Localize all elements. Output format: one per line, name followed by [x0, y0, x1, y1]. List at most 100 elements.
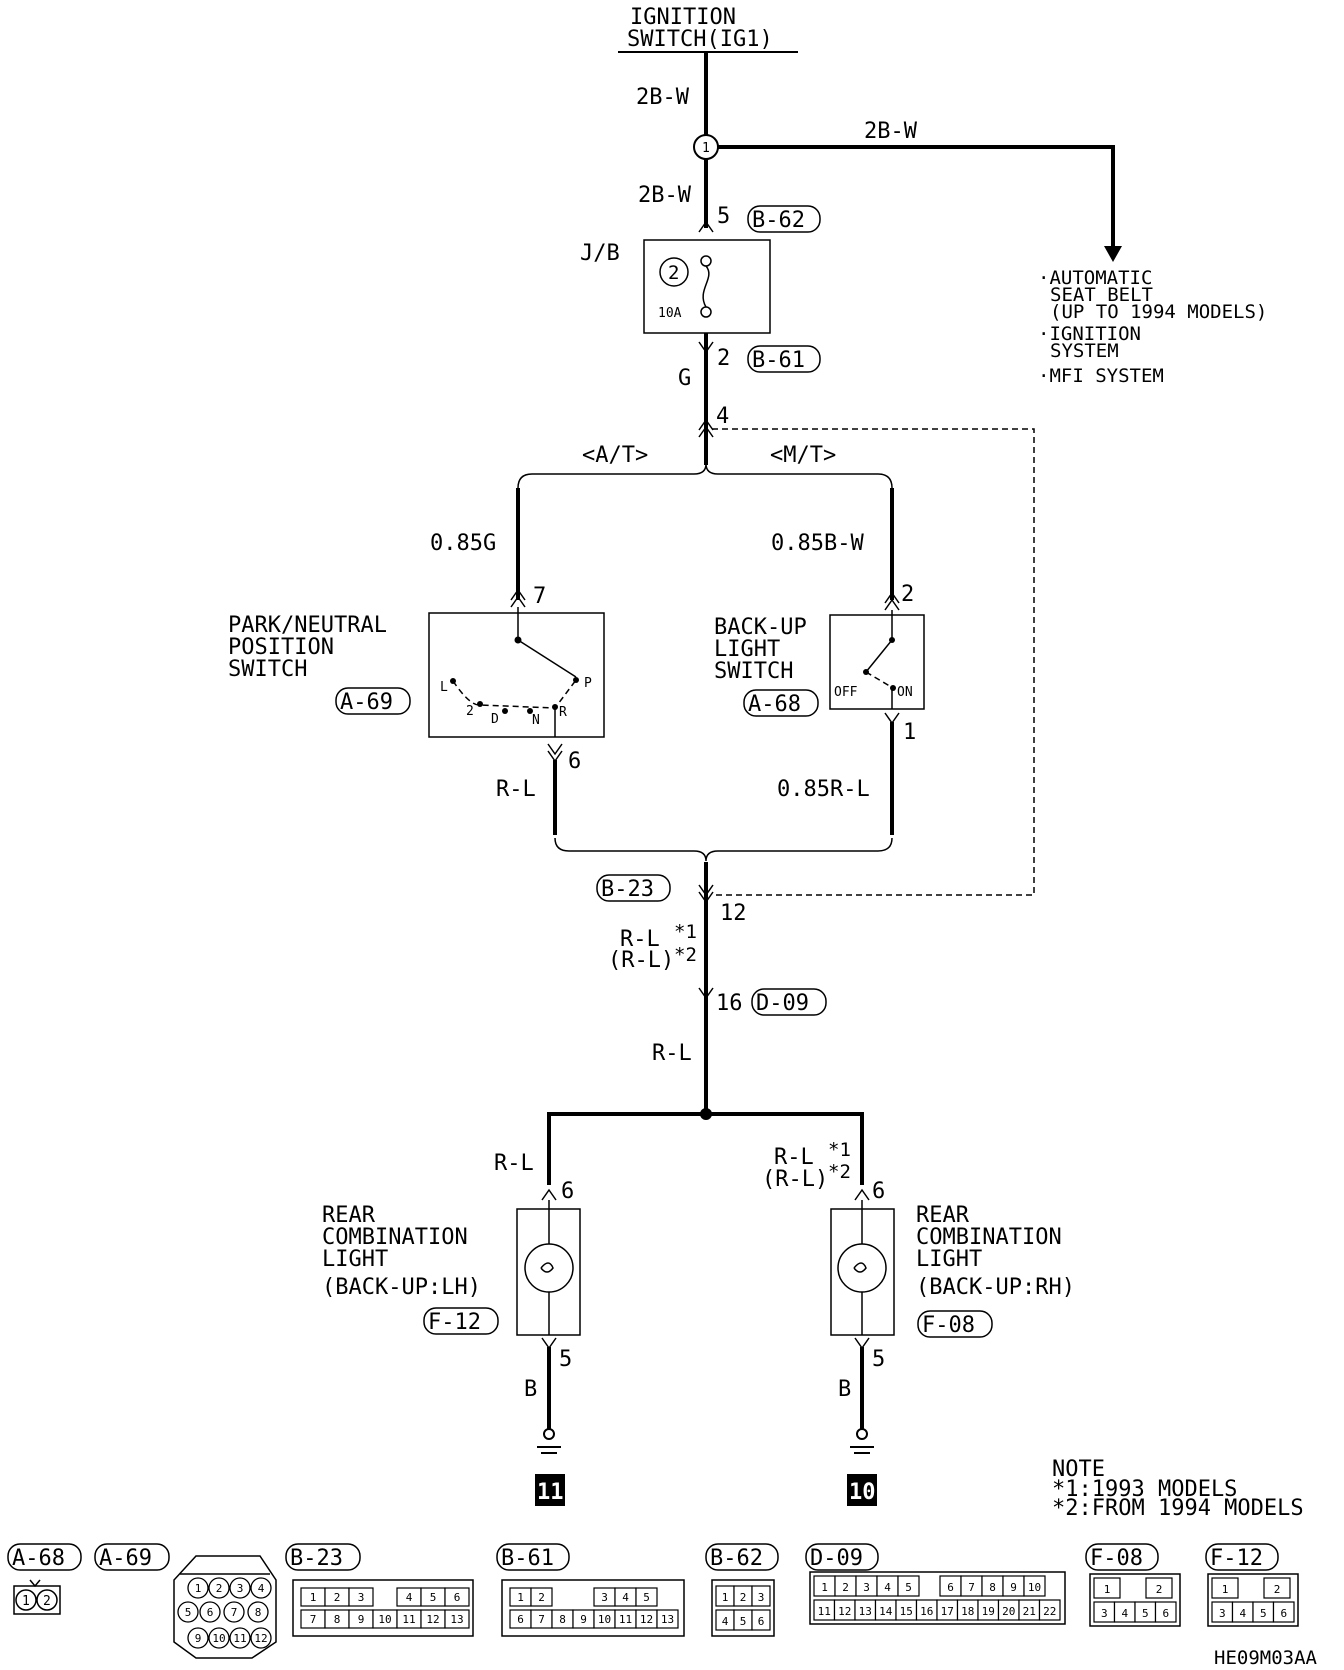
legend-pin-number: 8: [334, 1613, 341, 1626]
legend-pin-number: 9: [1010, 1581, 1017, 1594]
legend-pin-cell: [250, 1577, 272, 1599]
legend-pin-number: 13: [661, 1613, 674, 1626]
pin-bu-in: 2: [901, 582, 914, 607]
legend-pin-number: 1: [1222, 1583, 1229, 1596]
svg-text:B-23: B-23: [601, 877, 654, 902]
svg-text:L: L: [440, 680, 448, 695]
legend-pin-number: 2: [216, 1582, 223, 1595]
svg-text:REAR: REAR: [322, 1203, 376, 1228]
legend-pin-number: 8: [989, 1581, 996, 1594]
legend-pin-cell: [348, 1587, 374, 1607]
svg-text:P: P: [584, 676, 592, 691]
svg-text:LIGHT: LIGHT: [322, 1247, 388, 1272]
legend-pin-number: 3: [758, 1591, 765, 1604]
legend-pin-cell: [751, 1585, 771, 1607]
source-title-line1: IGNITION: [630, 5, 736, 30]
bu-switch-lever: [865, 639, 893, 673]
legend-pin-number: 4: [406, 1591, 413, 1604]
legend-pin-number: 9: [195, 1632, 202, 1645]
pin-rh-in: 6: [872, 1179, 885, 1204]
legend-pin-cell: [1272, 1601, 1295, 1623]
svg-text:(R-L): (R-L): [608, 948, 674, 973]
note-title: NOTE: [1052, 1457, 1105, 1482]
svg-text:F-08: F-08: [1090, 1546, 1143, 1571]
pin-b62: 5: [717, 204, 730, 229]
pn-switch-label-2: POSITION: [228, 635, 334, 660]
pin-lh-in: 6: [561, 1179, 574, 1204]
legend-pin-number: 5: [185, 1606, 192, 1619]
variant-mt: <M/T>: [770, 443, 836, 468]
legend-pin-number: 10: [598, 1613, 611, 1626]
legend-pin-number: 16: [920, 1605, 933, 1618]
svg-text:B-61: B-61: [501, 1546, 554, 1571]
legend-pin-number: 4: [622, 1591, 629, 1604]
legend-pin-number: 18: [961, 1605, 974, 1618]
ground-point-rh: 10: [847, 1474, 877, 1506]
legend-pin-number: 3: [863, 1581, 870, 1594]
legend-pin-number: 1: [517, 1591, 524, 1604]
legend-pin-number: 4: [1121, 1607, 1128, 1620]
svg-text:B-23: B-23: [290, 1546, 343, 1571]
connector-chevron-icon: [698, 341, 714, 354]
legend-pin-number: 2: [334, 1591, 341, 1604]
legend-pin-number: 12: [426, 1613, 439, 1626]
wire-label-at-out: R-L: [496, 777, 536, 802]
connector-chevron-icon: [510, 588, 526, 608]
legend-pin-number: 9: [580, 1613, 587, 1626]
legend-pin-number: 10: [212, 1632, 225, 1645]
dashed-mt-path: [712, 428, 1035, 896]
legend-pin-number: 2: [538, 1591, 545, 1604]
svg-text:F-12: F-12: [428, 1310, 481, 1335]
svg-text:B-62: B-62: [710, 1546, 763, 1571]
svg-text:A-68: A-68: [748, 692, 801, 717]
legend-pin-cell: [1154, 1601, 1177, 1623]
legend-pin-cell: [530, 1587, 553, 1607]
legend-pin-cell: [247, 1601, 269, 1623]
legend-pin-number: 5: [905, 1581, 912, 1594]
legend-pin-number: 7: [538, 1613, 545, 1626]
legend-pin-number: 3: [358, 1591, 365, 1604]
legend-pin-number: 7: [310, 1613, 317, 1626]
svg-text:F-08: F-08: [922, 1313, 975, 1338]
legend-pin-number: 17: [941, 1605, 954, 1618]
wire-label-rh-gnd: B: [838, 1377, 851, 1402]
legend-pin-number: 6: [207, 1606, 214, 1619]
legend-pin-cell: [1211, 1577, 1239, 1599]
svg-text:*1: *1: [828, 1139, 851, 1161]
svg-text:2: 2: [43, 1594, 51, 1609]
ground-point-lh: 11: [535, 1474, 565, 1506]
pin-pn-in: 7: [533, 584, 546, 609]
svg-text:D: D: [491, 712, 499, 727]
legend-pin-number: 6: [1280, 1607, 1287, 1620]
pn-switch-label-1: PARK/NEUTRAL: [228, 613, 387, 638]
connector-tag-d09: D-09: [751, 988, 827, 1016]
junction-block: J/B 2 10A: [580, 239, 771, 334]
branch-target-3: (UP TO 1994 MODELS): [1050, 301, 1267, 323]
connector-tag-b23: B-23: [596, 874, 671, 902]
wire-branch: [718, 145, 1115, 255]
connector-chevron-icon: [698, 418, 714, 438]
bulb-icon: [837, 1243, 887, 1293]
legend-pin-number: 14: [879, 1605, 893, 1618]
legend-pin-number: 3: [1101, 1607, 1108, 1620]
pin-d09: 16: [716, 991, 743, 1016]
diagram-code: HE09M03AA: [1214, 1647, 1318, 1669]
fuse-icon: [702, 265, 710, 308]
legend-pin-cell: [1263, 1577, 1291, 1599]
pin-b61: 2: [717, 346, 730, 371]
svg-text:*1: *1: [674, 921, 697, 943]
legend-pin-number: 2: [842, 1581, 849, 1594]
legend-pin-number: 22: [1043, 1605, 1056, 1618]
svg-text:D-09: D-09: [756, 991, 809, 1016]
svg-text:(R-L): (R-L): [762, 1167, 828, 1192]
svg-text:A-68: A-68: [12, 1546, 65, 1571]
variant-brace-top: [517, 463, 893, 489]
branch-target-2: SEAT BELT: [1050, 284, 1153, 306]
ignition-switch-label: IGNITION SWITCH(IG1): [618, 5, 798, 53]
bu-switch-label-2: LIGHT: [714, 637, 780, 662]
note-line-2: *2:FROM 1994 MODELS: [1052, 1496, 1304, 1521]
svg-text:2: 2: [466, 704, 474, 719]
svg-text:R: R: [559, 705, 567, 720]
legend-pin-number: 4: [258, 1582, 265, 1595]
